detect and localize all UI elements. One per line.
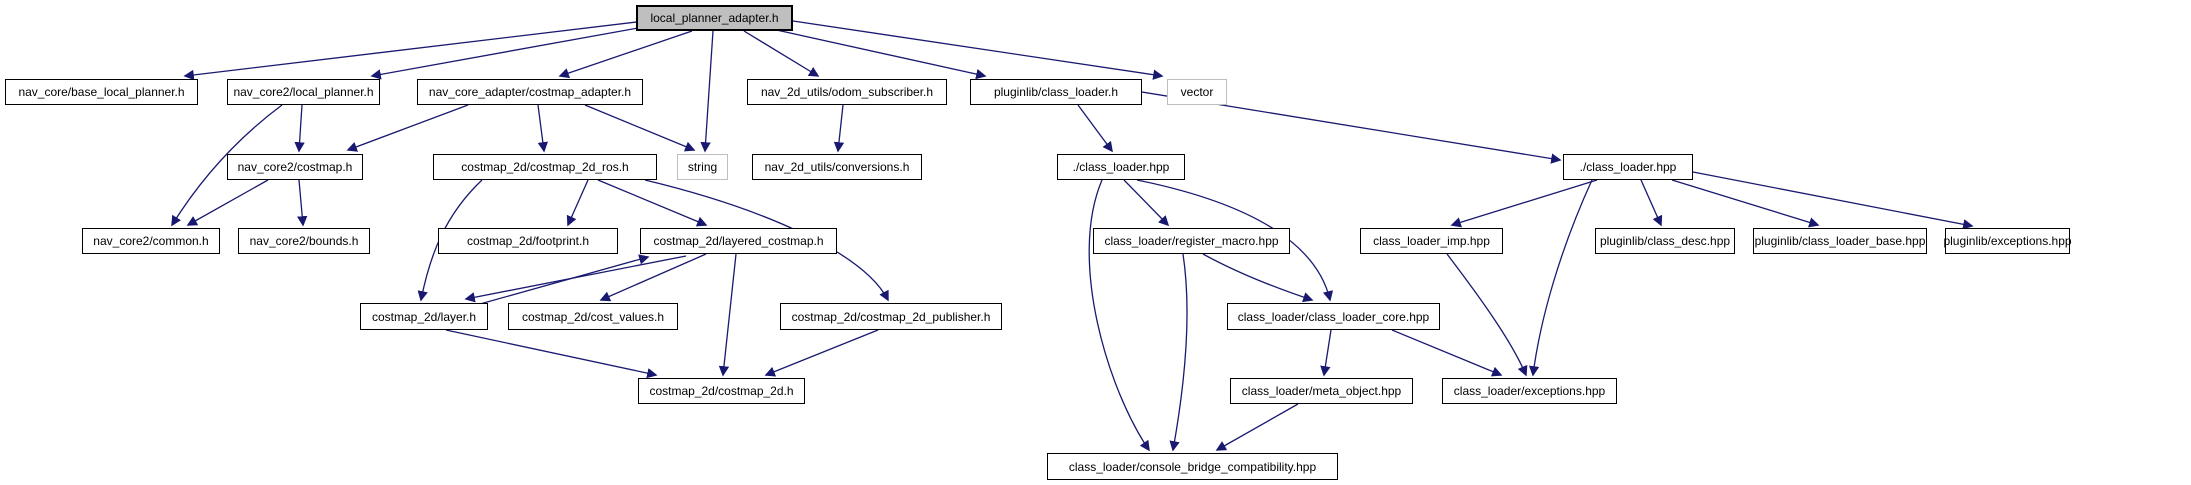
graph-node-desc[interactable]: pluginlib/class_desc.hpp: [1595, 228, 1735, 254]
graph-node-cm2[interactable]: nav_core2/costmap.h: [227, 154, 363, 180]
edge-root-to-plc: [771, 28, 987, 80]
graph-node-clhL[interactable]: ./class_loader.hpp: [1057, 154, 1185, 180]
graph-node-common[interactable]: nav_core2/common.h: [82, 228, 220, 254]
edge-ca-to-ros: [537, 104, 549, 153]
edge-root-to-odom: [743, 30, 820, 77]
edge-clhR-to-clb: [1671, 179, 1820, 228]
graph-node-ros[interactable]: costmap_2d/costmap_2d_ros.h: [433, 154, 657, 180]
graph-node-base[interactable]: nav_core/base_local_planner.h: [5, 79, 198, 105]
graph-node-cexc[interactable]: class_loader/exceptions.hpp: [1442, 378, 1617, 404]
graph-node-bounds[interactable]: nav_core2/bounds.h: [238, 228, 370, 254]
graph-node-pexc[interactable]: pluginlib/exceptions.hpp: [1943, 228, 2072, 254]
edge-ros-to-lcm: [597, 179, 708, 227]
edge-rm-to-cbc: [1169, 253, 1188, 452]
edge-lp2-to-common: [171, 104, 283, 227]
edge-clhR-to-imp: [1450, 179, 1598, 228]
graph-node-clhR[interactable]: ./class_loader.hpp: [1563, 154, 1693, 180]
edge-cm2-to-common: [186, 179, 269, 226]
graph-node-core[interactable]: class_loader/class_loader_core.hpp: [1227, 303, 1440, 330]
edge-odom-to-conv: [833, 104, 845, 153]
edge-root-to-str: [700, 30, 714, 153]
graph-node-vec: vector: [1167, 79, 1227, 105]
edge-pub-to-c2d: [764, 329, 879, 377]
edge-plc-to-clhL: [1077, 104, 1113, 153]
graph-node-odom[interactable]: nav_2d_utils/odom_subscriber.h: [747, 79, 947, 105]
edge-clhL-to-rm: [1123, 179, 1170, 227]
graph-node-ca[interactable]: nav_core_adapter/costmap_adapter.h: [417, 79, 643, 105]
graph-node-plc[interactable]: pluginlib/class_loader.h: [970, 79, 1142, 105]
edge-root-to-base: [183, 20, 646, 81]
graph-node-lp2[interactable]: nav_core2/local_planner.h: [227, 79, 380, 105]
graph-node-fp[interactable]: costmap_2d/footprint.h: [438, 228, 618, 254]
edge-ros-to-fp: [566, 179, 589, 227]
graph-node-meta[interactable]: class_loader/meta_object.hpp: [1230, 378, 1413, 404]
edge-clhR-to-desc: [1640, 179, 1663, 227]
edge-layer-to-lcm: [479, 254, 650, 305]
edge-layer-to-c2d: [445, 329, 658, 379]
edge-imp-to-cexc: [1446, 253, 1528, 377]
graph-node-root: local_planner_adapter.h: [636, 5, 793, 31]
edge-lcm-to-cv: [599, 253, 707, 302]
graph-node-cv[interactable]: costmap_2d/cost_values.h: [508, 303, 678, 330]
edge-ca-to-cm2: [346, 104, 469, 152]
graph-node-clb[interactable]: pluginlib/class_loader_base.hpp: [1753, 228, 1927, 254]
graph-node-lcm[interactable]: costmap_2d/layered_costmap.h: [640, 228, 837, 254]
graph-node-conv[interactable]: nav_2d_utils/conversions.h: [752, 154, 922, 180]
graph-node-c2d[interactable]: costmap_2d/costmap_2d.h: [638, 378, 805, 404]
edge-core-to-cexc: [1391, 329, 1503, 377]
edge-root-to-ca: [558, 30, 693, 79]
edge-clhR-to-cexc: [1528, 179, 1593, 377]
edge-ca-to-str: [584, 104, 696, 152]
edge-clhR-to-pexc: [1692, 171, 1974, 230]
edge-root-to-lp2: [370, 27, 639, 80]
edge-lcm-to-c2d: [718, 253, 737, 377]
edge-meta-to-cbc: [1215, 403, 1299, 451]
graph-node-cbc[interactable]: class_loader/console_bridge_compatibilit…: [1047, 453, 1338, 480]
edge-cm2-to-bounds: [297, 179, 308, 227]
graph-node-layer[interactable]: costmap_2d/layer.h: [360, 303, 488, 330]
graph-node-pub[interactable]: costmap_2d/costmap_2d_publisher.h: [780, 303, 1002, 330]
edge-lp2-to-cm2: [294, 104, 305, 153]
edge-rm-to-core: [1202, 253, 1314, 303]
graph-node-imp[interactable]: class_loader_imp.hpp: [1360, 228, 1503, 254]
edge-root-to-vec: [792, 20, 1164, 80]
edge-core-to-meta: [1320, 329, 1332, 377]
graph-node-str: string: [677, 154, 728, 180]
graph-node-rm[interactable]: class_loader/register_macro.hpp: [1093, 228, 1290, 254]
edge-clhL-to-cbc: [1088, 179, 1150, 452]
